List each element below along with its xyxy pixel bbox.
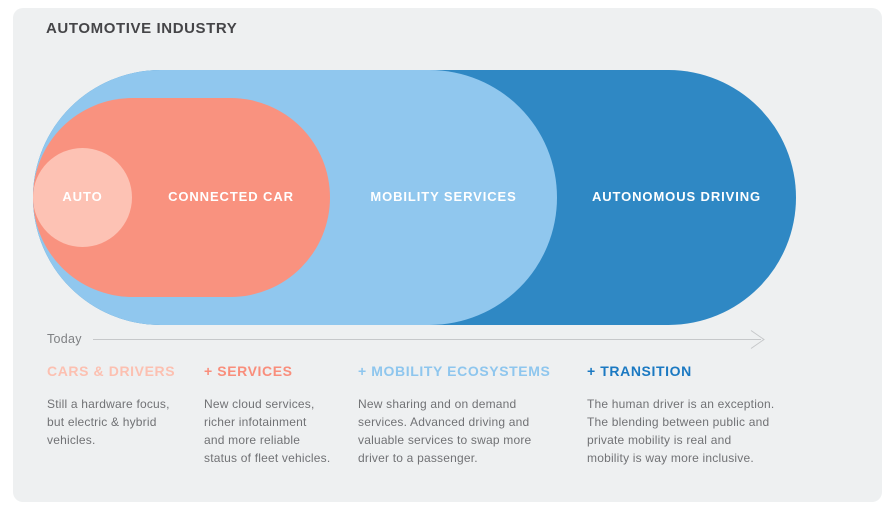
column-body: The human driver is an exception. The bl… xyxy=(587,397,775,465)
column-heading: CARS & DRIVERS xyxy=(47,363,176,379)
column-body: New cloud services, richer infotainment … xyxy=(204,397,331,465)
column-heading: + TRANSITION xyxy=(587,363,692,379)
stage-label-auto: AUTO xyxy=(62,189,103,204)
column-body: Still a hardware focus, but electric & h… xyxy=(47,397,170,447)
timeline-arrow-icon xyxy=(93,330,765,349)
stage-label-autonomous-driving: AUTONOMOUS DRIVING xyxy=(591,189,762,204)
timeline-today-label: Today xyxy=(47,332,82,346)
column-body: New sharing and on demand services. Adva… xyxy=(358,397,532,465)
column-mobility-ecosystems: + MOBILITY ECOSYSTEMS New sharing and on… xyxy=(358,364,568,467)
page-title: AUTOMOTIVE INDUSTRY xyxy=(46,20,238,37)
column-heading: + MOBILITY ECOSYSTEMS xyxy=(358,363,551,379)
stage-label-mobility-services: MOBILITY SERVICES xyxy=(370,189,517,204)
column-cars-and-drivers: CARS & DRIVERS Still a hardware focus, b… xyxy=(47,364,202,449)
stage-label-connected-car: CONNECTED CAR xyxy=(168,189,294,204)
column-services: + SERVICES New cloud services, richer in… xyxy=(204,364,359,467)
column-heading: + SERVICES xyxy=(204,363,293,379)
circle-auto xyxy=(33,148,132,247)
infographic-card: AUTOMOTIVE INDUSTRY AUTO CONNECTED CAR M… xyxy=(13,8,882,502)
column-transition: + TRANSITION The human driver is an exce… xyxy=(587,364,822,467)
